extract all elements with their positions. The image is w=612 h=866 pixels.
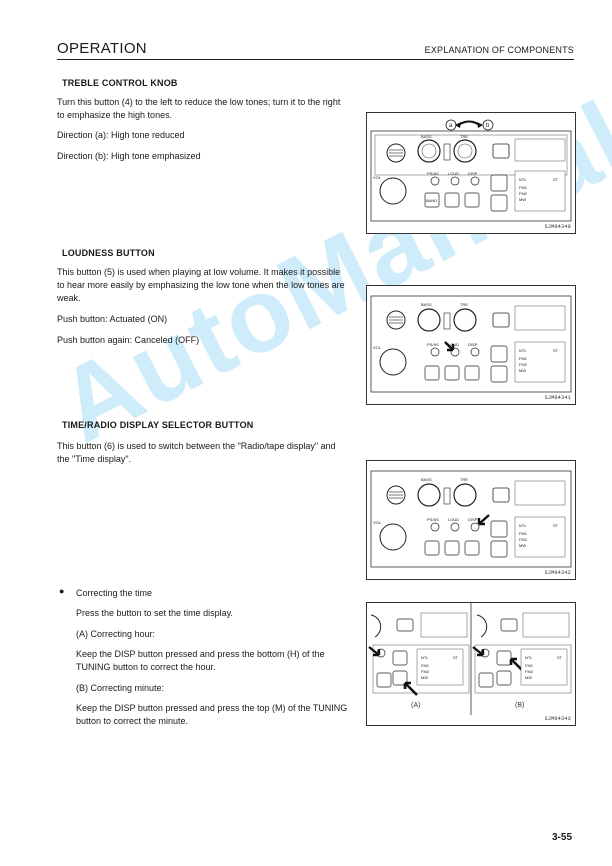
bass-label: BASS bbox=[421, 302, 432, 307]
disp-label: DISP bbox=[468, 171, 478, 176]
st-label: ST bbox=[553, 523, 559, 528]
st-label: ST bbox=[557, 655, 563, 660]
st-label: ST bbox=[553, 348, 559, 353]
loudness-body: This button (5) is used when playing at … bbox=[57, 267, 345, 303]
treble-figure: BASS TRE a b VOL PS/AS LOUD DISP BAND NT… bbox=[366, 112, 576, 234]
radio-panel-diagram: BASS TRE VOL PS/AS LOUD DISP NTL ST FM1 … bbox=[370, 470, 572, 568]
fm2-label: FM2 bbox=[421, 669, 430, 674]
treble-label: TRE bbox=[460, 134, 468, 139]
panel-a-drawing: NTL ST FM1 FM2 MW (A) bbox=[368, 612, 470, 709]
psas-label: PS/AS bbox=[427, 171, 439, 176]
ntl-label: NTL bbox=[519, 523, 527, 528]
display-figure-code: SJM04342 bbox=[544, 570, 571, 576]
display-body: This button (6) is used to switch betwee… bbox=[57, 441, 336, 464]
correcting-minute-label: (B) Correcting minute: bbox=[76, 683, 165, 693]
ntl-label: NTL bbox=[421, 655, 429, 660]
ntl-label: NTL bbox=[519, 177, 527, 182]
ntl-label: NTL bbox=[525, 655, 533, 660]
loud-label: LOUD bbox=[448, 171, 459, 176]
disp-label: DISP bbox=[468, 342, 478, 347]
correcting-figure: NTL ST FM1 FM2 MW (A) NTL ST FM1 FM2 MW … bbox=[366, 602, 576, 726]
bass-label: BASS bbox=[421, 134, 432, 139]
header-section: OPERATION bbox=[57, 40, 147, 57]
header-chapter: EXPLANATION OF COMPONENTS bbox=[424, 45, 574, 55]
fm2-label: FM2 bbox=[519, 537, 528, 542]
fm1-label: FM1 bbox=[525, 663, 534, 668]
header-rule bbox=[57, 59, 574, 60]
mw-label: MW bbox=[519, 197, 526, 202]
mw-label: MW bbox=[519, 543, 526, 548]
correcting-minute-text: Keep the DISP button pressed and press t… bbox=[76, 703, 348, 726]
treble-direction-b: Direction (b): High tone emphasized bbox=[57, 151, 201, 161]
radio-panel-diagram: BASS TRE a b VOL PS/AS LOUD DISP BAND NT… bbox=[370, 119, 572, 222]
dir-a-label: a bbox=[449, 123, 453, 129]
correcting-title: Correcting the time bbox=[76, 588, 153, 598]
loudness-push-off: Push button again: Canceled (OFF) bbox=[57, 335, 200, 345]
disp-label: DISP bbox=[468, 517, 478, 522]
correcting-hour-text: Keep the DISP button pressed and press t… bbox=[76, 649, 325, 672]
display-figure: BASS TRE VOL PS/AS LOUD DISP NTL ST FM1 … bbox=[366, 460, 576, 580]
fm2-label: FM2 bbox=[519, 191, 528, 196]
panel-a-label: (A) bbox=[411, 702, 420, 709]
vol-label: VOL bbox=[373, 345, 382, 350]
radio-panel-diagram: BASS TRE VOL PS/AS LOUD DISP NTL ST FM1 … bbox=[370, 295, 572, 393]
correcting-figure-code: SJM04343 bbox=[544, 716, 571, 722]
loudness-push-on: Push button: Actuated (ON) bbox=[57, 314, 168, 324]
panel-b-label: (B) bbox=[515, 702, 524, 709]
fm2-label: FM2 bbox=[525, 669, 534, 674]
treble-label: TRE bbox=[460, 302, 468, 307]
st-label: ST bbox=[453, 655, 459, 660]
bullet-icon: ● bbox=[59, 586, 65, 596]
correcting-intro: Press the button to set the time display… bbox=[76, 608, 233, 618]
fm1-label: FM1 bbox=[519, 185, 528, 190]
radio-panel-diagram: NTL ST FM1 FM2 MW (A) NTL ST FM1 FM2 MW … bbox=[368, 603, 572, 715]
dir-b-label: b bbox=[486, 123, 490, 129]
vol-label: VOL bbox=[373, 175, 382, 180]
psas-label: PS/AS bbox=[427, 517, 439, 522]
ntl-label: NTL bbox=[519, 348, 527, 353]
loudness-figure-code: SJM04341 bbox=[544, 395, 571, 401]
band-label: BAND bbox=[426, 198, 437, 203]
treble-direction-a: Direction (a): High tone reduced bbox=[57, 130, 185, 140]
correcting-hour-label: (A) Correcting hour: bbox=[76, 629, 156, 639]
fm1-label: FM1 bbox=[519, 531, 528, 536]
treble-body: Turn this button (4) to the left to redu… bbox=[57, 97, 341, 120]
vol-label: VOL bbox=[373, 520, 382, 525]
st-label: ST bbox=[553, 177, 559, 182]
fm1-label: FM1 bbox=[519, 356, 528, 361]
psas-label: PS/AS bbox=[427, 342, 439, 347]
mw-label: MW bbox=[525, 675, 532, 680]
mw-label: MW bbox=[421, 675, 428, 680]
display-title: TIME/RADIO DISPLAY SELECTOR BUTTON bbox=[62, 420, 254, 430]
fm1-label: FM1 bbox=[421, 663, 430, 668]
panel-b-drawing: NTL ST FM1 FM2 MW (B) bbox=[472, 612, 572, 709]
fm2-label: FM2 bbox=[519, 362, 528, 367]
loudness-title: LOUDNESS BUTTON bbox=[62, 248, 155, 258]
page-number: 3-55 bbox=[551, 832, 572, 843]
treble-label: TRE bbox=[460, 477, 468, 482]
treble-figure-code: SJM04340 bbox=[544, 224, 571, 230]
loudness-figure: BASS TRE VOL PS/AS LOUD DISP NTL ST FM1 … bbox=[366, 285, 576, 405]
loud-label: LOUD bbox=[448, 517, 459, 522]
treble-title: TREBLE CONTROL KNOB bbox=[62, 78, 178, 88]
mw-label: MW bbox=[519, 368, 526, 373]
bass-label: BASS bbox=[421, 477, 432, 482]
